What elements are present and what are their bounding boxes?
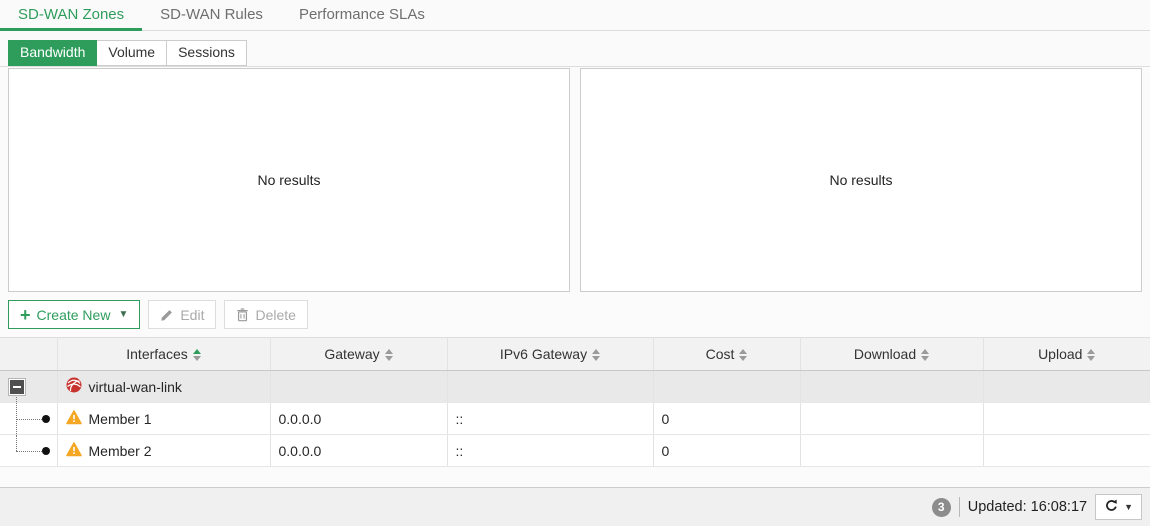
member-name: Member 1 [88,410,152,427]
column-label: IPv6 Gateway [499,346,588,362]
interface-name-cell: Member 2 [56,434,271,467]
column-header-cost[interactable]: Cost [652,337,801,371]
tree-branch-cell [0,402,58,435]
tree-line [16,403,17,434]
upload-cell [982,370,1150,403]
metric-subtabs: Bandwidth Volume Sessions [0,31,1150,67]
subtab-bandwidth[interactable]: Bandwidth [8,40,98,66]
download-cell [799,370,984,403]
download-cell [799,434,984,467]
chevron-down-icon: ▼ [1124,502,1133,512]
table-row-member-1[interactable]: Member 1 0.0.0.0 :: 0 [0,402,1150,435]
no-results-text: No results [829,172,893,188]
tree-branch-cell [0,434,58,467]
ipv6-gateway-cell [446,370,654,403]
zone-name: virtual-wan-link [88,378,182,395]
count-badge: 3 [931,497,951,517]
column-label: Gateway [324,346,380,362]
delete-button[interactable]: Delete [224,300,308,329]
chevron-down-icon: ▼ [118,309,129,320]
no-results-text: No results [257,172,321,188]
plus-icon: + [20,304,31,325]
interface-name-cell: virtual-wan-link [56,370,271,403]
interface-name-cell: Member 1 [56,402,271,435]
tree-column-header [0,337,58,371]
edit-button[interactable]: Edit [148,300,217,329]
column-header-ipv6-gateway[interactable]: IPv6 Gateway [446,337,654,371]
tree-line [16,435,17,451]
cost-cell: 0 [652,434,801,467]
refresh-button[interactable]: ▼ [1095,494,1142,520]
column-header-download[interactable]: Download [799,337,984,371]
column-label: Cost [705,346,735,362]
column-header-gateway[interactable]: Gateway [269,337,448,371]
subtab-sessions[interactable]: Sessions [167,40,247,66]
create-new-button[interactable]: + Create New ▼ [8,300,141,329]
collapse-icon[interactable] [8,378,26,396]
download-cell [799,402,984,435]
tab-performance-slas[interactable]: Performance SLAs [298,5,425,23]
tree-line [16,397,17,402]
column-label: Download [853,346,917,362]
tree-line [16,451,42,452]
create-new-label: Create New [36,306,111,323]
pencil-icon [160,308,174,322]
edit-label: Edit [180,306,205,323]
trash-icon [236,307,249,322]
ipv6-gateway-cell: :: [446,434,654,467]
warning-icon [65,409,82,428]
gateway-cell: 0.0.0.0 [269,434,448,467]
sdwan-zone-icon [66,377,82,396]
column-label: Interfaces [126,346,188,362]
cost-cell: 0 [652,402,801,435]
column-header-interfaces[interactable]: Interfaces [56,337,271,371]
cost-cell [652,370,801,403]
tree-bullet-icon [42,447,50,455]
delete-label: Delete [255,306,296,323]
bandwidth-chart-panel-right: No results [580,68,1142,292]
sort-icon [921,349,930,362]
upload-cell [982,434,1150,467]
interfaces-table: Interfaces Gateway IPv6 Gateway Cost Dow… [0,337,1150,467]
ipv6-gateway-cell: :: [446,402,654,435]
gateway-cell: 0.0.0.0 [269,402,448,435]
column-label: Upload [1038,346,1083,362]
subtab-volume[interactable]: Volume [97,40,168,66]
member-name: Member 2 [88,442,152,459]
tab-sdwan-rules[interactable]: SD-WAN Rules [160,5,263,23]
top-tab-bar: SD-WAN Zones SD-WAN Rules Performance SL… [0,0,1150,31]
tab-sdwan-zones[interactable]: SD-WAN Zones [0,0,143,31]
status-bar: 3 Updated: 16:08:17 ▼ [0,487,1150,526]
updated-timestamp: Updated: 16:08:17 [967,499,1088,515]
column-header-upload[interactable]: Upload [982,337,1150,371]
warning-icon [65,441,82,460]
upload-cell [982,402,1150,435]
sort-icon [192,349,201,362]
table-toolbar: + Create New ▼ Edit Delete [8,300,1150,329]
sort-icon [1087,349,1096,362]
chart-panels: No results No results [8,68,1142,292]
sort-icon [592,349,601,362]
divider [958,497,960,517]
tree-line [16,419,42,420]
refresh-icon [1104,498,1119,516]
tree-bullet-icon [42,415,50,423]
sort-icon [384,349,393,362]
table-row-member-2[interactable]: Member 2 0.0.0.0 :: 0 [0,434,1150,467]
gateway-cell [269,370,448,403]
sort-icon [739,349,748,362]
table-row-zone[interactable]: virtual-wan-link [0,370,1150,403]
table-header-row: Interfaces Gateway IPv6 Gateway Cost Dow… [0,337,1150,371]
bandwidth-chart-panel-left: No results [8,68,570,292]
tree-expander-cell [0,370,58,403]
